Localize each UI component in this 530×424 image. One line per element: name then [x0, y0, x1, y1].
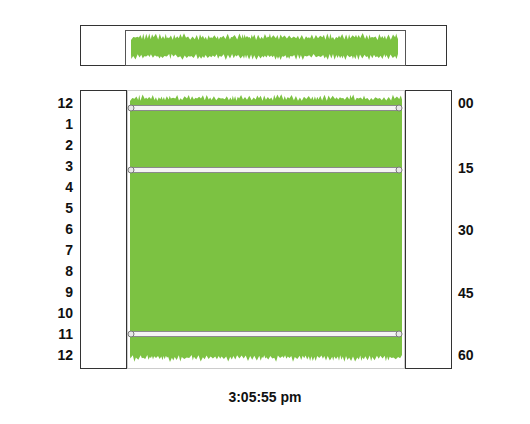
- minute-number: 00: [458, 95, 474, 111]
- hour-number: 1: [65, 116, 73, 132]
- hour-number: 10: [57, 305, 73, 321]
- bar-end: [396, 105, 402, 111]
- hour-number: 11: [58, 326, 73, 342]
- hour-number: 12: [57, 95, 73, 111]
- top-tray: [81, 26, 447, 66]
- grass-frame: [128, 91, 405, 369]
- grass-strip: [131, 33, 398, 60]
- time-caption: 3:05:55 pm: [228, 389, 301, 405]
- hour-number: 3: [65, 158, 73, 174]
- hour-number: 2: [65, 137, 73, 153]
- minute-panel: [406, 91, 452, 369]
- bar: [129, 168, 401, 173]
- hour-number: 7: [65, 242, 73, 258]
- minute-number: 45: [458, 285, 474, 301]
- bar-end: [128, 167, 134, 173]
- bars: [128, 105, 402, 337]
- bar-end: [396, 167, 402, 173]
- hour-number: 5: [65, 200, 73, 216]
- hour-panel: [81, 91, 127, 369]
- minute-number: 15: [458, 160, 474, 176]
- bar: [129, 106, 401, 111]
- hour-number: 9: [65, 284, 73, 300]
- hour-number: 6: [65, 221, 73, 237]
- bar-end: [128, 331, 134, 337]
- grass-field: [130, 94, 402, 362]
- top-tray-slot: [126, 31, 406, 66]
- bar: [129, 332, 401, 337]
- bar-end: [396, 331, 402, 337]
- hour-number: 8: [65, 263, 73, 279]
- minute-number: 60: [458, 347, 474, 363]
- hour-number: 12: [57, 347, 73, 363]
- minute-number: 30: [458, 222, 474, 238]
- bar-end: [128, 105, 134, 111]
- hour-number: 4: [65, 179, 73, 195]
